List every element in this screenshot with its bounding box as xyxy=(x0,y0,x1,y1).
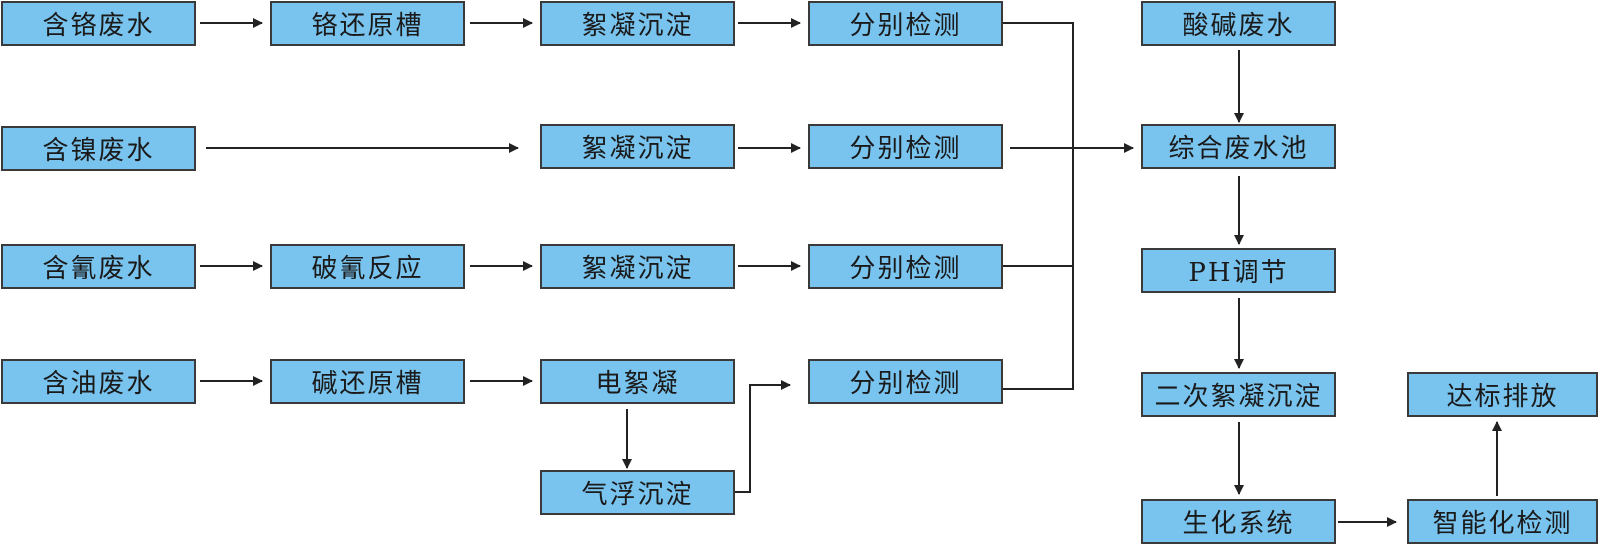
node-alkali-reduction-tank: 碱还原槽 xyxy=(270,359,465,404)
node-bio-system: 生化系统 xyxy=(1141,499,1336,544)
node-ni-wastewater: 含镍废水 xyxy=(1,126,196,171)
node-discharge: 达标排放 xyxy=(1407,372,1598,417)
node-detect-3: 分别检测 xyxy=(808,244,1003,289)
node-smart-detect: 智能化检测 xyxy=(1407,499,1598,544)
node-floc-sed-2: 絮凝沉淀 xyxy=(540,124,735,169)
node-cn-wastewater: 含氰废水 xyxy=(1,244,196,289)
arrow-airfloat-to-detect4 xyxy=(735,380,791,493)
node-oil-wastewater: 含油废水 xyxy=(1,359,196,404)
node-floc-sed-1: 絮凝沉淀 xyxy=(540,1,735,46)
node-ph-adjust: PH调节 xyxy=(1141,248,1336,293)
node-floc-sed-3: 絮凝沉淀 xyxy=(540,244,735,289)
node-air-float-sed: 气浮沉淀 xyxy=(540,470,735,515)
node-secondary-floc-sed: 二次絮凝沉淀 xyxy=(1141,372,1336,417)
node-detect-2: 分别检测 xyxy=(808,124,1003,169)
node-cr-reduction-tank: 铬还原槽 xyxy=(270,1,465,46)
node-electro-floc: 电絮凝 xyxy=(540,359,735,404)
node-cr-wastewater: 含铬废水 xyxy=(1,1,196,46)
node-detect-1: 分别检测 xyxy=(808,1,1003,46)
line-detect1-to-bus xyxy=(1003,22,1074,390)
node-combined-pool: 综合废水池 xyxy=(1141,124,1336,169)
node-cn-breaking: 破氰反应 xyxy=(270,244,465,289)
node-detect-4: 分别检测 xyxy=(808,359,1003,404)
node-acid-alkali-wastewater: 酸碱废水 xyxy=(1141,1,1336,46)
